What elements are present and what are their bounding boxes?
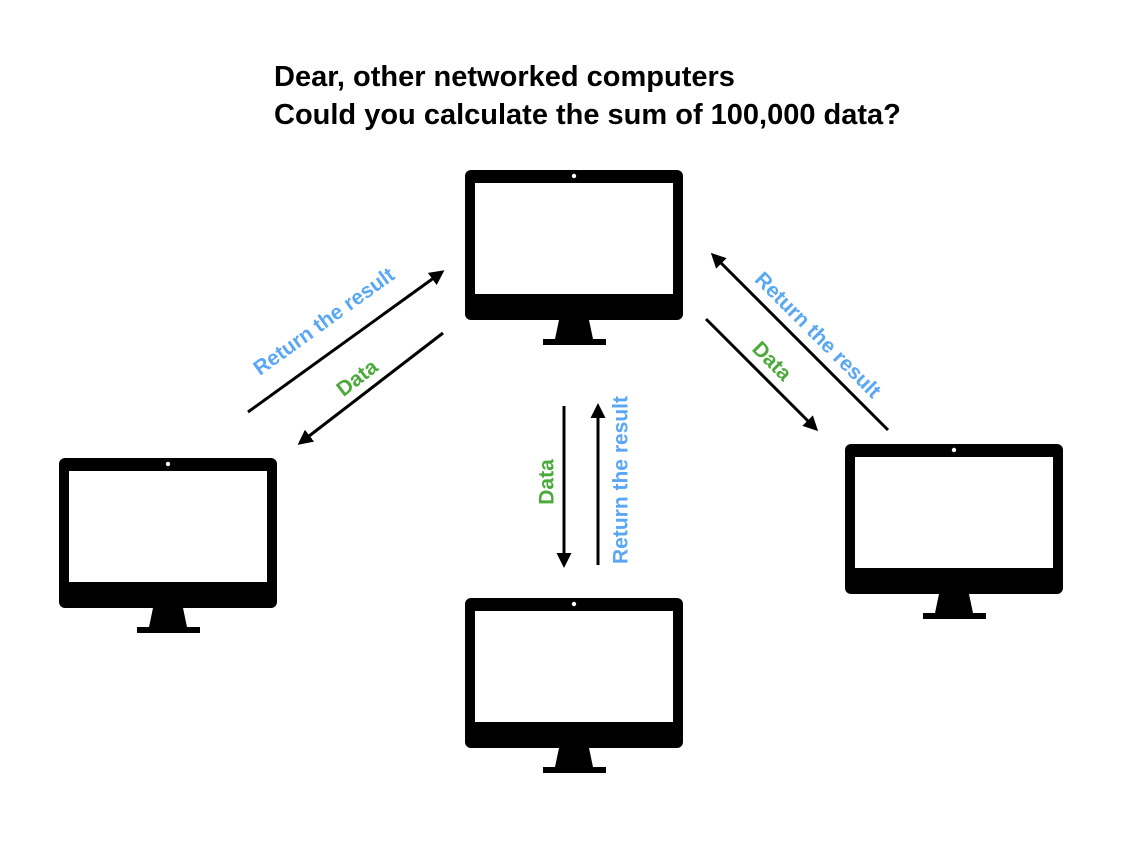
left-computer-monitor-icon	[59, 458, 277, 633]
right-data-label: Data	[747, 337, 796, 386]
title-line-1: Dear, other networked computers	[274, 61, 735, 93]
bottom-data-label: Data	[536, 459, 559, 505]
left-return-label: Return the result	[249, 263, 399, 380]
bottom-computer-monitor-icon	[465, 598, 683, 773]
left-return-arrow	[247, 270, 445, 414]
left-data-arrow	[297, 331, 444, 445]
left-data-label: Data	[332, 355, 382, 401]
title-line-2: Could you calculate the sum of 100,000 d…	[274, 99, 901, 131]
right-data-arrow	[704, 317, 819, 432]
diagram-title: Dear, other networked computers Could yo…	[274, 58, 901, 134]
bottom-return-label: Return the result	[610, 396, 633, 564]
central-computer-monitor-icon	[465, 170, 683, 345]
right-return-arrow	[710, 252, 890, 432]
right-computer-monitor-icon	[845, 444, 1063, 619]
